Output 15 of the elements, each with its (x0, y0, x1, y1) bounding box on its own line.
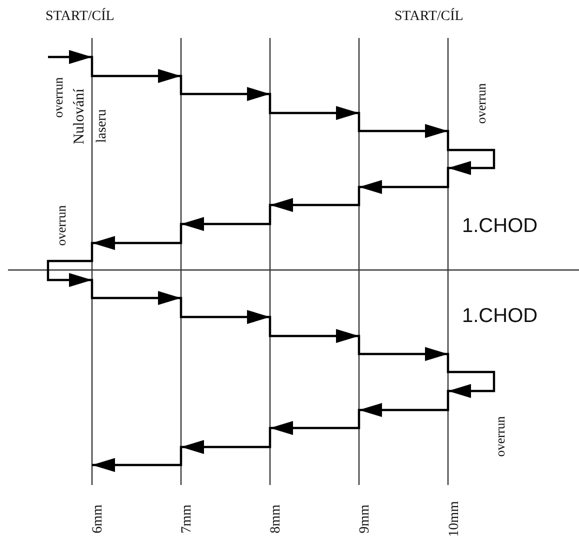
pass-label: 1.CHOD (462, 216, 538, 236)
rotated-label: overrun (52, 76, 65, 118)
pass-label: 1.CHOD (462, 306, 538, 326)
rotated-label: 10mm (448, 501, 462, 536)
rotated-label: overrun (54, 204, 68, 246)
rotated-label: 6mm (90, 504, 105, 534)
rotated-label: 9mm (358, 504, 372, 534)
rotated-label: overrun (474, 82, 488, 124)
rotated-label: 7mm (180, 504, 194, 534)
rotated-label: laseru (95, 109, 110, 143)
rotated-label: Nulování (72, 88, 88, 144)
heading-label: START/CÍL (394, 10, 464, 24)
rotated-label: overrun (494, 416, 507, 456)
rotated-label: 8mm (268, 504, 283, 534)
heading-label: START/CÍL (46, 10, 114, 24)
